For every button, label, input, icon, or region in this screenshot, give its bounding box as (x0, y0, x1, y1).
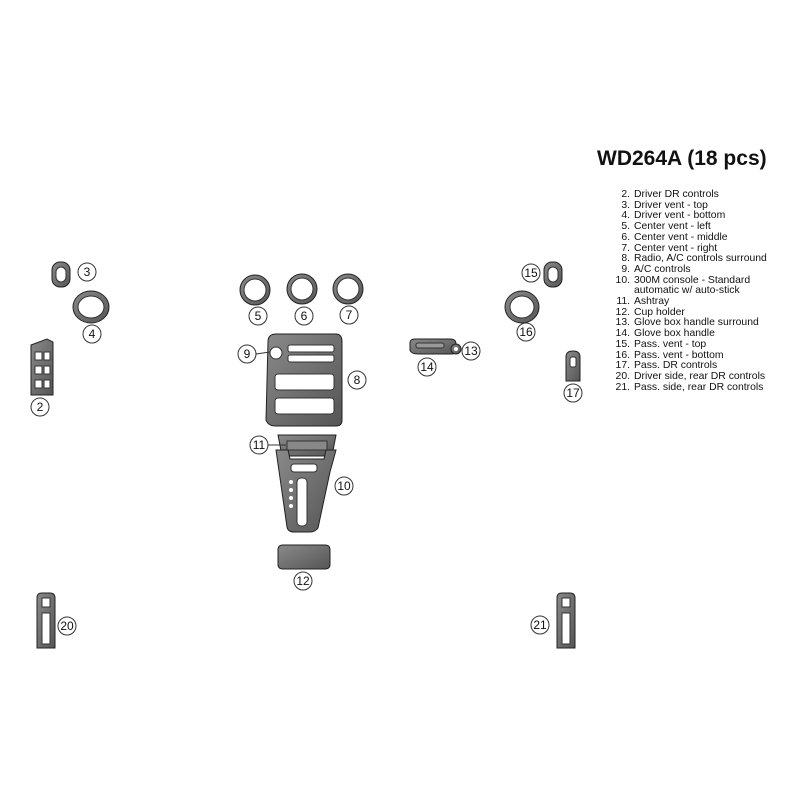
part-12-cup-holder (277, 544, 331, 570)
callout-12: 12 (293, 571, 313, 591)
part-21-pass-rear-dr-controls (556, 592, 576, 649)
part-14-glove-box-handle (409, 338, 457, 355)
legend-item: 4.Driver vent - bottom (621, 210, 726, 222)
callout-17: 17 (563, 383, 583, 403)
svg-text:3: 3 (84, 265, 91, 279)
callout-8: 8 (347, 370, 367, 390)
legend-item: 3.Driver vent - top (621, 199, 708, 211)
svg-text:16: 16 (519, 325, 533, 339)
parts-legend: 2.Driver DR controls 3.Driver vent - top… (605, 189, 767, 393)
callout-16: 16 (516, 322, 536, 342)
legend-item: 13.Glove box handle surround (615, 317, 759, 329)
legend-item: 12.Cup holder (615, 306, 685, 318)
legend-item: 14.Glove box handle (615, 328, 715, 340)
callout-20: 20 (57, 616, 77, 636)
svg-text:13: 13 (464, 344, 478, 358)
part-17-pass-dr-controls (565, 350, 581, 382)
part-13-glove-box-surround (450, 343, 462, 355)
svg-text:14: 14 (420, 360, 434, 374)
callout-3: 3 (77, 262, 97, 282)
svg-text:9: 9 (244, 347, 251, 361)
svg-text:15: 15 (524, 266, 538, 280)
callout-6: 6 (294, 306, 314, 326)
part-20-driver-rear-dr-controls (36, 592, 56, 649)
callout-15: 15 (521, 263, 541, 283)
part-4-driver-vent-bottom (72, 290, 110, 324)
legend-item: 20.Driver side, rear DR controls (615, 370, 766, 382)
leader-lines (255, 351, 286, 446)
legend-item: 15.Pass. vent - top (615, 338, 707, 350)
legend-item: 8.Radio, A/C controls surround (621, 253, 767, 265)
callout-9: 9 (237, 344, 257, 364)
callout-5: 5 (248, 306, 268, 326)
legend-item: 21.Pass. side, rear DR controls (615, 381, 764, 393)
legend-item: 16.Pass. vent - bottom (615, 349, 724, 361)
callout-14: 14 (417, 357, 437, 377)
legend-item: 10.300M console - Standard automatic w/ … (615, 274, 751, 297)
svg-text:10: 10 (337, 479, 351, 493)
svg-text:20: 20 (60, 619, 74, 633)
svg-text:4: 4 (89, 327, 96, 341)
part-10-300m-console (275, 449, 337, 533)
callout-10: 10 (334, 476, 354, 496)
kit-title: WD264A (18 pcs) (597, 147, 767, 170)
legend-item: 6.Center vent - middle (621, 231, 728, 243)
callout-13: 13 (461, 341, 481, 361)
part-3-driver-vent-top (51, 261, 71, 288)
part-2-driver-dr-controls (30, 338, 54, 396)
svg-text:21: 21 (533, 618, 547, 632)
part-15-pass-vent-top (543, 261, 563, 288)
legend-item: 11.Ashtray (616, 296, 670, 308)
svg-text:6: 6 (301, 309, 308, 323)
svg-text:11: 11 (253, 438, 266, 452)
callout-2: 2 (30, 397, 50, 417)
part-9-ac-controls (269, 344, 335, 363)
callout-4: 4 (82, 324, 102, 344)
callout-7: 7 (339, 305, 359, 325)
legend-item: 2.Driver DR controls (621, 189, 719, 200)
callout-11: 11 (249, 435, 269, 455)
svg-text:7: 7 (346, 308, 353, 322)
svg-text:12: 12 (296, 574, 310, 588)
callout-21: 21 (530, 615, 550, 635)
svg-text:5: 5 (255, 309, 262, 323)
part-7-center-vent-right (332, 273, 364, 305)
part-5-center-vent-left (239, 274, 271, 306)
svg-text:2: 2 (37, 400, 44, 414)
legend-item: 9.A/C controls (621, 263, 691, 275)
part-6-center-vent-middle (286, 273, 318, 305)
svg-text:8: 8 (354, 373, 361, 387)
svg-text:17: 17 (566, 386, 580, 400)
part-16-pass-vent-bottom (504, 290, 540, 324)
legend-item: 7.Center vent - right (621, 242, 718, 254)
legend-item: 17.Pass. DR controls (615, 360, 718, 372)
legend-item: 5.Center vent - left (621, 221, 711, 233)
